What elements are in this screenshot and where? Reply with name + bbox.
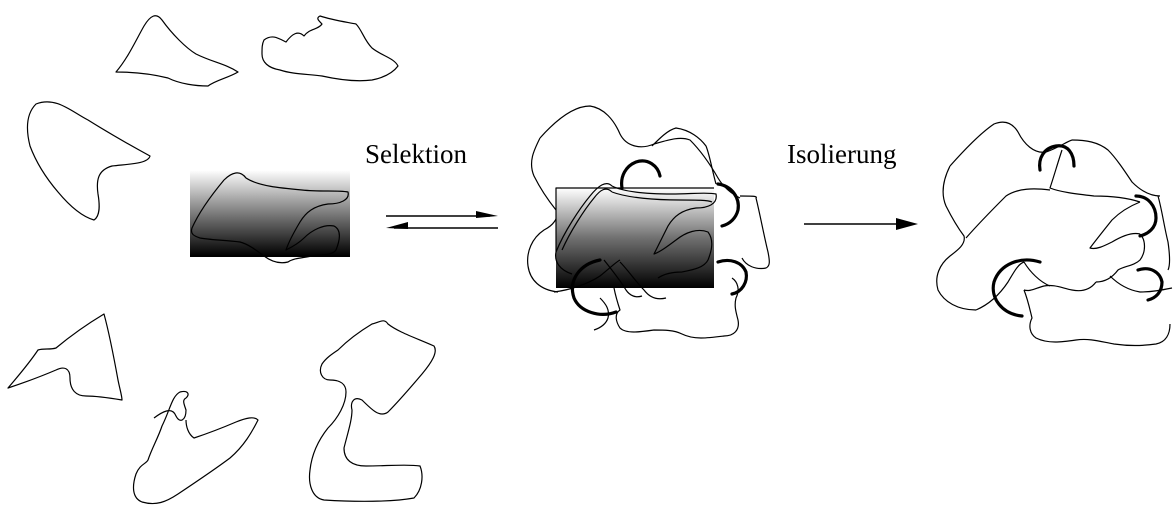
free-molecule-2	[261, 15, 399, 82]
free-molecule-3	[26, 101, 151, 221]
template-outline	[190, 172, 349, 264]
isolation-arrow	[804, 218, 918, 230]
free-molecules-group	[7, 15, 436, 505]
template-unbound	[190, 170, 350, 264]
bound-complex	[527, 105, 770, 339]
free-molecule-5	[132, 390, 259, 505]
equilibrium-arrows	[386, 211, 498, 229]
isolation-label: Isolierung	[787, 139, 896, 169]
bound-template-outline	[555, 183, 717, 279]
imprinted-polymer	[936, 121, 1173, 347]
selection-label: Selektion	[365, 139, 467, 169]
free-molecule-6	[308, 320, 436, 502]
free-molecule-4	[7, 313, 123, 401]
template-box	[190, 170, 350, 256]
free-molecule-1	[115, 15, 239, 87]
cavity-frame	[555, 187, 714, 252]
